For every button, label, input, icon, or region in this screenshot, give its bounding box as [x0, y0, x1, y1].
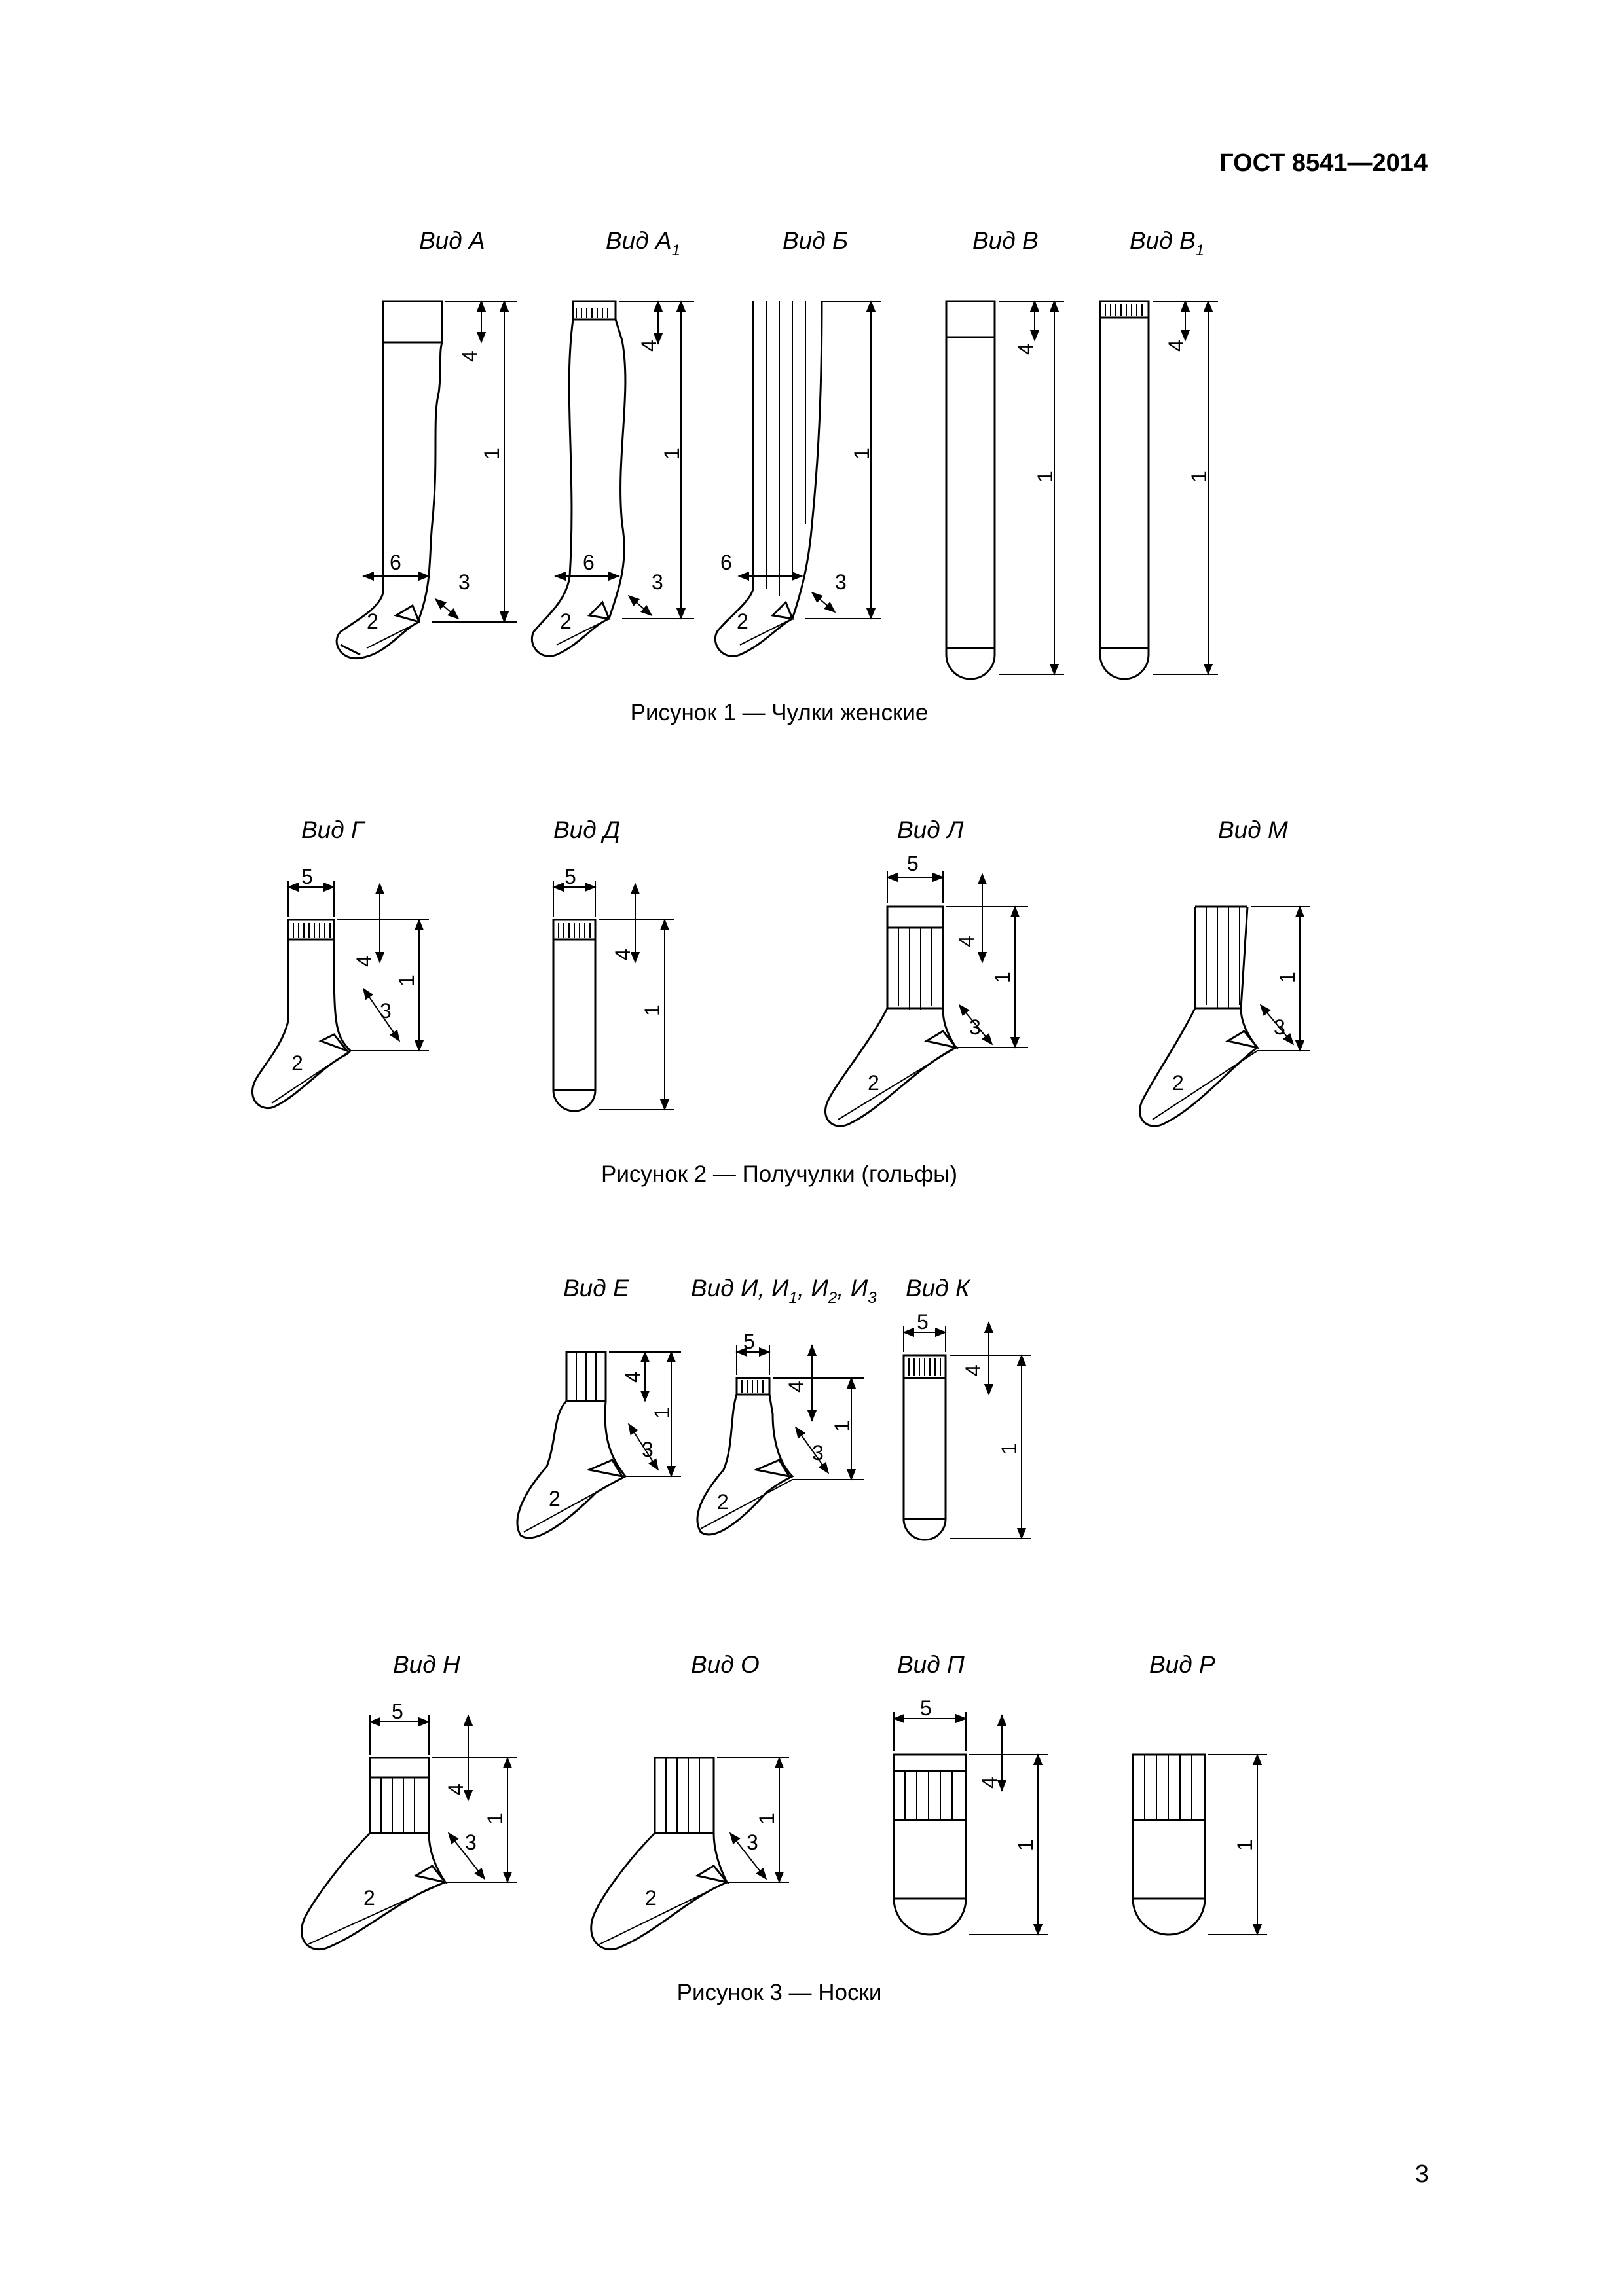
dim-1: 1: [850, 448, 874, 460]
half-stocking-view-d: [552, 881, 674, 1112]
sock-view-r: [1132, 1753, 1267, 1936]
dim-4: 4: [961, 1364, 985, 1376]
dim-2: 2: [560, 610, 572, 633]
dim-1: 1: [480, 448, 504, 460]
dim-5: 5: [917, 1310, 929, 1334]
dim-6: 6: [583, 551, 595, 574]
dim-3: 3: [835, 570, 847, 594]
dim-1: 1: [1014, 1839, 1037, 1851]
view-label-a1: Вид А1: [606, 227, 680, 259]
dim-1: 1: [1033, 471, 1057, 483]
dim-4: 4: [1014, 343, 1037, 355]
dim-3: 3: [969, 1015, 981, 1039]
view-label-i: Вид И, И1, И2, И3: [691, 1275, 877, 1307]
view-label-m: Вид М: [1218, 816, 1288, 843]
dim-3: 3: [380, 999, 392, 1023]
dim-1: 1: [997, 1443, 1021, 1455]
dim-1: 1: [660, 448, 684, 460]
dim-4: 4: [978, 1777, 1001, 1789]
figure-1-caption: Рисунок 1 — Чулки женские: [631, 700, 929, 725]
dim-4: 4: [352, 955, 376, 967]
figure-3-caption: Рисунок 3 — Носки: [677, 1980, 882, 2005]
standard-header: ГОСТ 8541—2014: [1219, 149, 1428, 177]
dim-6: 6: [720, 551, 732, 574]
sock-view-n: [300, 1714, 517, 1951]
dim-5: 5: [392, 1700, 403, 1723]
view-label-k: Вид К: [906, 1275, 971, 1302]
stocking-view-a1: [530, 300, 694, 657]
dim-3: 3: [458, 570, 470, 594]
dim-2: 2: [549, 1487, 561, 1510]
half-stocking-view-l: [824, 871, 1028, 1127]
dim-4: 4: [784, 1381, 808, 1393]
stocking-view-v1: [1099, 300, 1218, 680]
dim-3: 3: [812, 1441, 824, 1465]
dim-4: 4: [955, 936, 978, 947]
dim-2: 2: [363, 1886, 375, 1910]
dim-1: 1: [830, 1420, 854, 1432]
dim-1: 1: [640, 1004, 664, 1016]
page-number: 3: [1414, 2160, 1429, 2188]
dim-5: 5: [301, 865, 313, 888]
dim-1: 1: [991, 972, 1014, 983]
dim-1: 1: [1187, 471, 1211, 483]
dim-2: 2: [737, 610, 748, 633]
dim-1: 1: [1233, 1839, 1257, 1851]
dim-1: 1: [755, 1813, 779, 1825]
dim-4: 4: [637, 340, 661, 352]
stocking-view-b: [714, 300, 881, 657]
dim-2: 2: [1172, 1071, 1184, 1095]
dim-3: 3: [642, 1438, 654, 1461]
dim-4: 4: [458, 350, 481, 362]
sock-view-i: [696, 1344, 864, 1536]
view-label-l: Вид Л: [897, 816, 964, 843]
dim-4: 4: [1164, 340, 1188, 352]
view-label-g: Вид Г: [301, 816, 366, 843]
dim-1: 1: [1276, 972, 1299, 983]
dim-3: 3: [1274, 1015, 1285, 1039]
dim-2: 2: [717, 1490, 729, 1514]
view-label-a: Вид А: [419, 227, 485, 254]
half-stocking-view-g: [251, 881, 429, 1110]
dim-1: 1: [650, 1407, 674, 1419]
dim-4: 4: [621, 1371, 644, 1383]
view-label-o: Вид О: [691, 1651, 760, 1678]
stocking-view-v: [945, 300, 1064, 680]
sock-view-p: [893, 1712, 1048, 1936]
dim-2: 2: [868, 1071, 879, 1095]
dim-4: 4: [444, 1783, 468, 1795]
dim-5: 5: [743, 1330, 755, 1353]
figure-2-caption: Рисунок 2 — Получулки (гольфы): [601, 1161, 957, 1187]
dim-3: 3: [465, 1831, 477, 1854]
dim-1: 1: [483, 1813, 507, 1825]
view-label-v: Вид В: [972, 227, 1039, 254]
view-label-r: Вид Р: [1149, 1651, 1215, 1678]
half-stocking-view-m: [1138, 905, 1310, 1127]
dim-5: 5: [564, 865, 576, 888]
dim-5: 5: [920, 1696, 932, 1720]
sock-view-o: [590, 1757, 789, 1951]
dim-2: 2: [645, 1886, 657, 1910]
dim-2: 2: [367, 610, 378, 633]
view-label-e: Вид Е: [563, 1275, 630, 1302]
view-label-p: Вид П: [897, 1651, 965, 1678]
dim-3: 3: [652, 570, 663, 594]
sock-view-k: [902, 1321, 1031, 1541]
dim-3: 3: [747, 1831, 758, 1854]
dim-6: 6: [390, 551, 401, 574]
view-label-b: Вид Б: [783, 227, 848, 254]
view-label-d: Вид Д: [553, 816, 620, 843]
stocking-view-a: [335, 300, 517, 659]
dim-1: 1: [395, 975, 418, 987]
dim-5: 5: [907, 852, 919, 875]
sock-view-e: [516, 1351, 681, 1539]
view-label-n: Вид Н: [393, 1651, 460, 1678]
view-label-v1: Вид В1: [1130, 227, 1204, 259]
dim-2: 2: [291, 1051, 303, 1075]
dim-4: 4: [611, 949, 635, 960]
